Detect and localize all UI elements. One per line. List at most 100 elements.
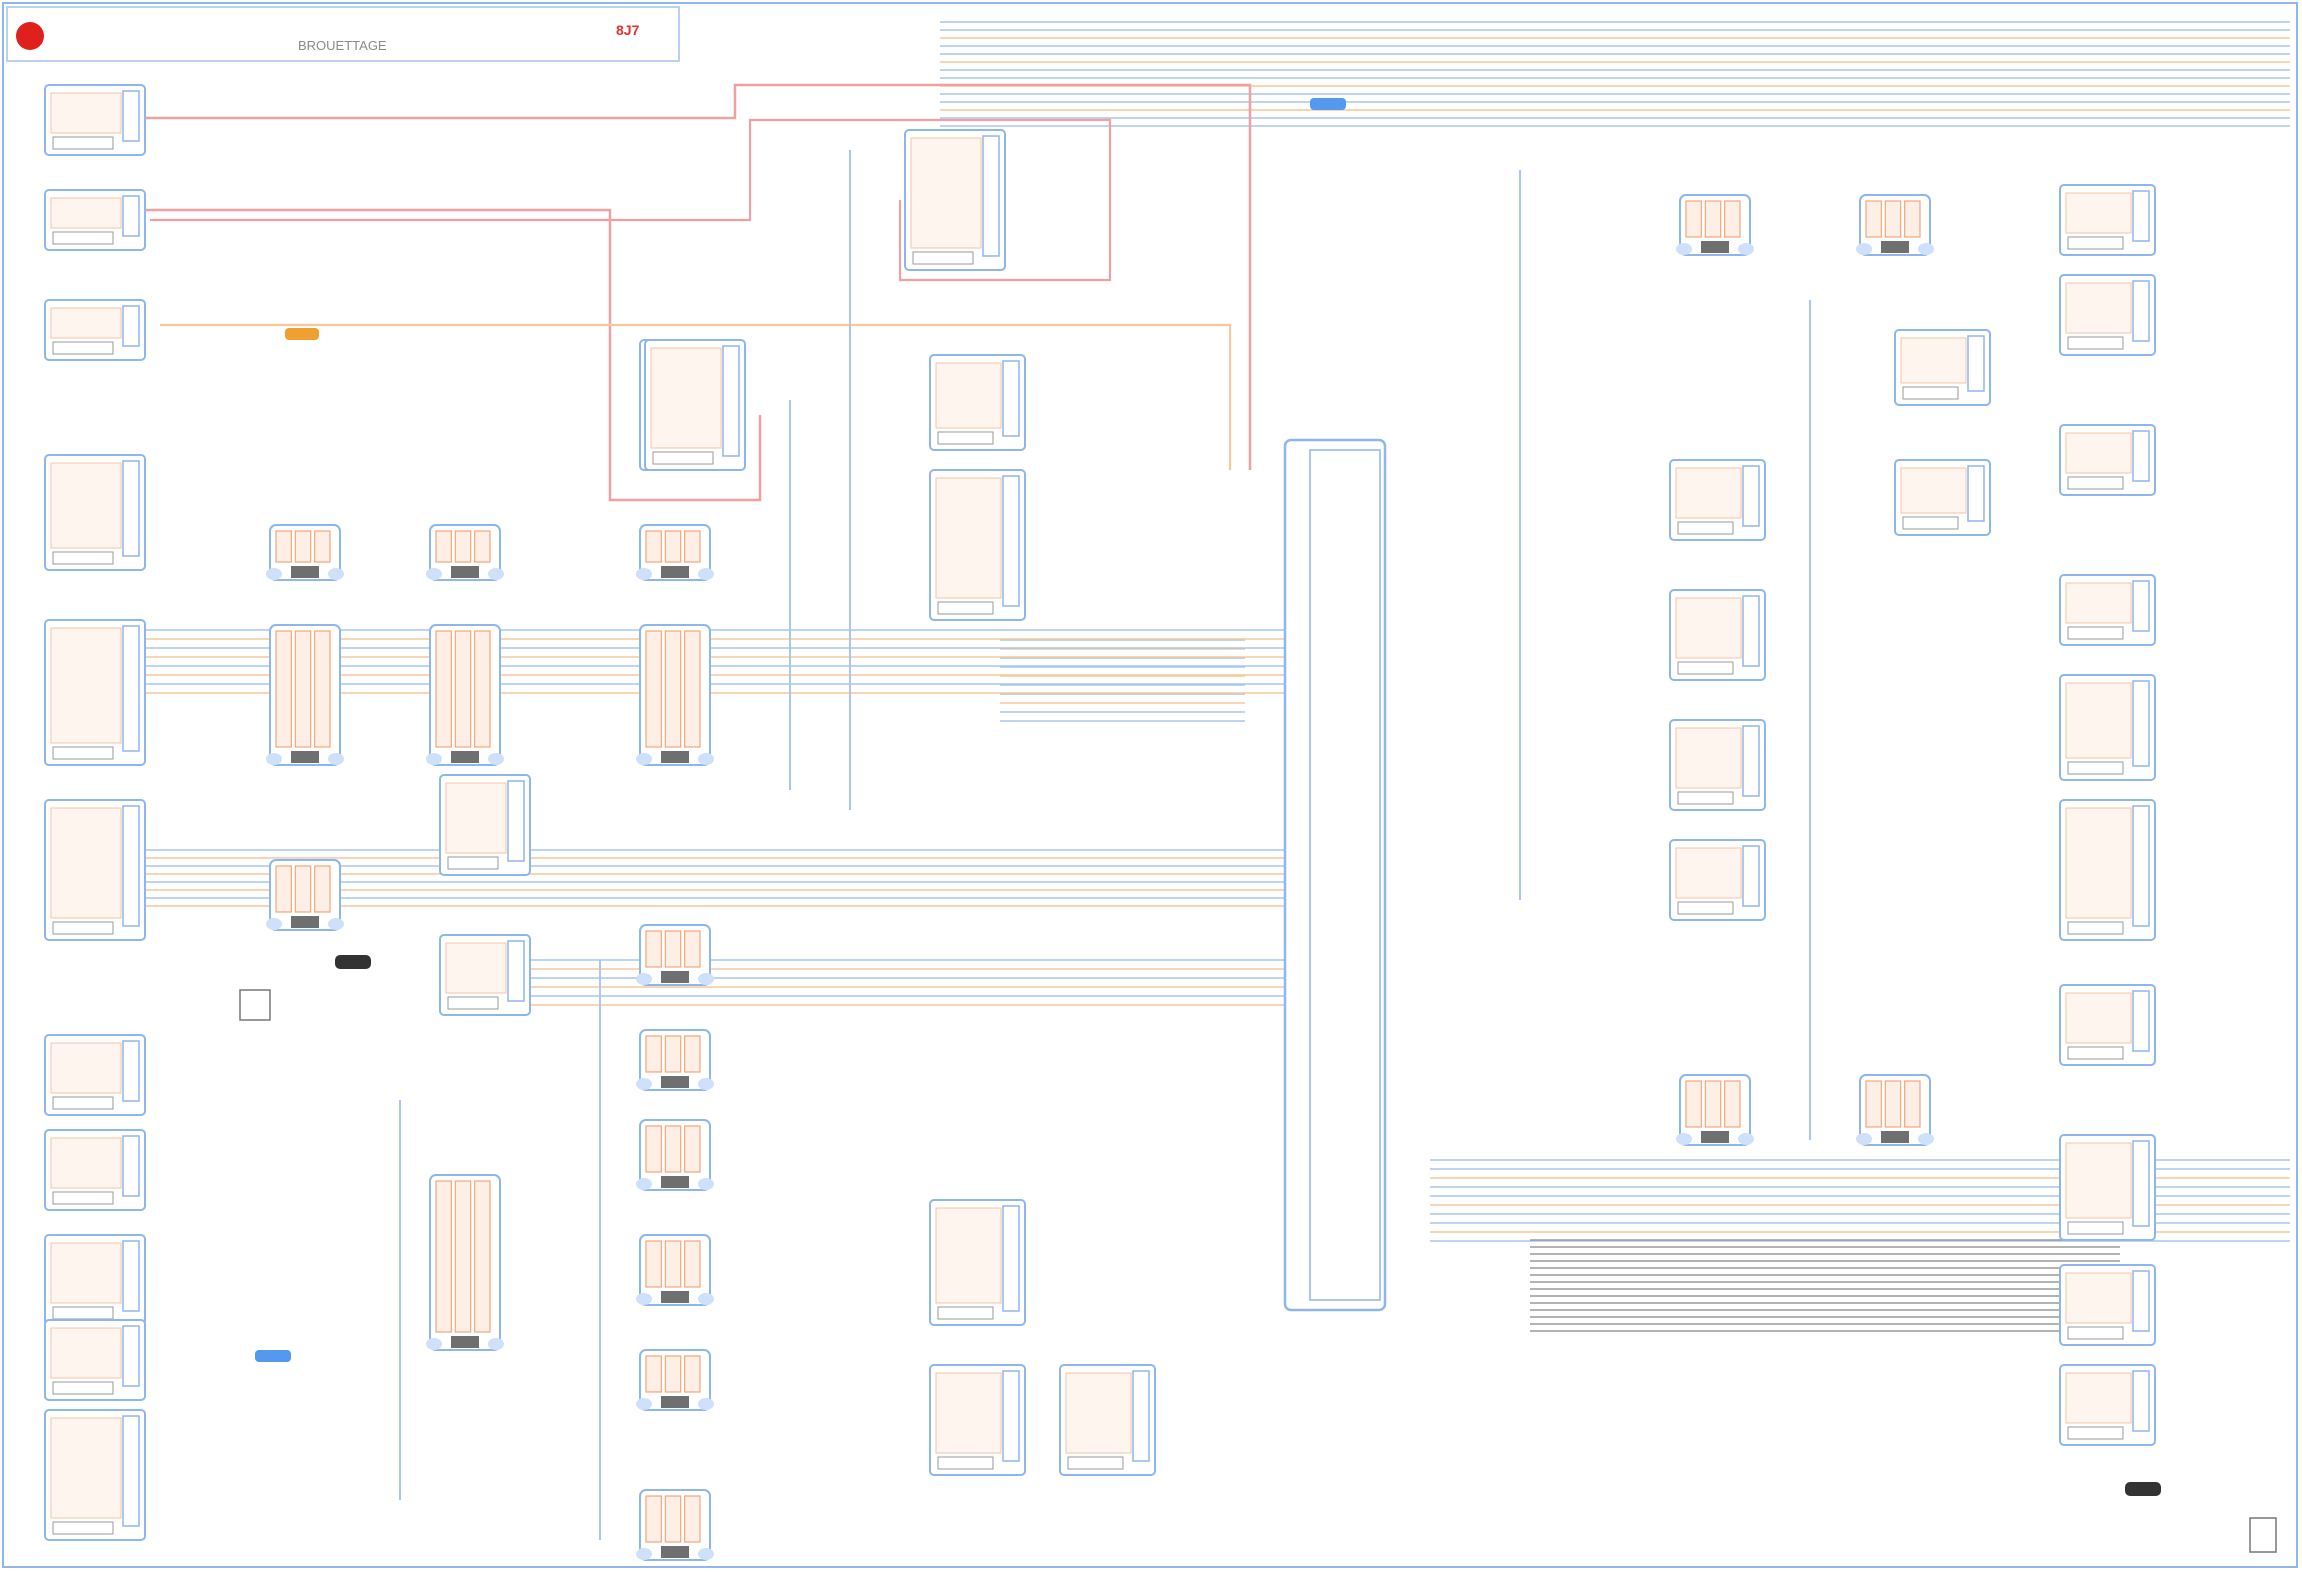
connector-pin xyxy=(1865,1080,1882,1128)
components-layer xyxy=(44,84,2277,1561)
component-plug xyxy=(2132,805,2150,927)
component-plug xyxy=(1002,1370,1020,1462)
connector-pin xyxy=(684,1035,701,1073)
connector-lug xyxy=(1918,1133,1934,1145)
connector-pin xyxy=(314,630,331,748)
wires-layer xyxy=(100,21,2290,1540)
connector-lug xyxy=(488,753,504,765)
connector-lug xyxy=(698,1398,714,1410)
component-label xyxy=(2067,476,2124,490)
component-plug xyxy=(2132,580,2150,632)
connector-pin xyxy=(664,930,682,968)
ground-terminal xyxy=(2249,1517,2277,1553)
connector-pin xyxy=(1685,1080,1702,1128)
connector-pin xyxy=(314,865,331,913)
component-plug xyxy=(2132,990,2150,1052)
component-label xyxy=(52,341,114,355)
component-label xyxy=(2067,1221,2124,1235)
component-body xyxy=(1675,727,1742,789)
component-label xyxy=(447,996,499,1010)
connector-pin xyxy=(645,630,662,748)
connector-pin xyxy=(664,1495,682,1543)
component-plug xyxy=(122,805,140,927)
component-body xyxy=(50,1137,122,1189)
component-body xyxy=(50,462,122,549)
component-label xyxy=(52,1306,114,1320)
component-body xyxy=(2065,807,2132,919)
inline-fuse xyxy=(1310,98,1346,110)
component-body xyxy=(935,362,1002,429)
ground-terminal xyxy=(239,989,271,1021)
component-label xyxy=(1677,661,1734,675)
connector-pin xyxy=(1685,200,1702,238)
connector-tag xyxy=(451,751,479,763)
connector-lug xyxy=(1676,1133,1692,1145)
connector-lug xyxy=(426,1338,442,1350)
component-plug xyxy=(722,345,740,457)
component-body xyxy=(2065,1272,2132,1324)
connector-lug xyxy=(698,1293,714,1305)
component-body xyxy=(50,807,122,919)
connector-tag xyxy=(661,1176,689,1188)
component-label xyxy=(2067,1326,2124,1340)
connector-lug xyxy=(1856,1133,1872,1145)
component-plug xyxy=(122,1415,140,1527)
connector-pin xyxy=(1884,1080,1902,1128)
wire xyxy=(160,323,1232,470)
component-body xyxy=(650,347,722,449)
component-plug xyxy=(1742,465,1760,527)
inline-fuse xyxy=(285,328,319,340)
connector-tag xyxy=(451,566,479,578)
connector-tag xyxy=(451,1336,479,1348)
connector-lug xyxy=(426,753,442,765)
component-body xyxy=(935,477,1002,599)
component-body xyxy=(2065,282,2132,334)
component-plug xyxy=(2132,430,2150,482)
component-plug xyxy=(507,940,525,1002)
connector-pin xyxy=(1865,200,1882,238)
component-plug xyxy=(122,305,140,347)
connector-pin xyxy=(474,1180,491,1333)
brand-logo-icon xyxy=(16,22,44,50)
connector-tag xyxy=(1881,1131,1909,1143)
component-body xyxy=(50,197,122,229)
connector-lug xyxy=(636,568,652,580)
component-body xyxy=(2065,192,2132,234)
connector-lug xyxy=(426,568,442,580)
connector-lug xyxy=(636,1078,652,1090)
connector-lug xyxy=(488,568,504,580)
component-plug xyxy=(122,195,140,237)
connector-lug xyxy=(636,1548,652,1560)
connector-pin xyxy=(684,530,701,563)
component-body xyxy=(1675,467,1742,519)
component-plug xyxy=(1002,1205,1020,1312)
connector-pin xyxy=(684,630,701,748)
connector-tag xyxy=(291,916,319,928)
component-body xyxy=(1065,1372,1132,1454)
connector-lug xyxy=(698,973,714,985)
connector-pin xyxy=(474,630,491,748)
component-body xyxy=(445,942,507,994)
component-label xyxy=(52,746,114,760)
component-body xyxy=(2065,992,2132,1044)
connector-pin xyxy=(645,1355,662,1393)
component-body xyxy=(50,627,122,744)
connector-tag xyxy=(661,566,689,578)
connector-lug xyxy=(266,918,282,930)
component-label xyxy=(2067,626,2124,640)
component-body xyxy=(50,1042,122,1094)
component-label xyxy=(52,231,114,245)
connector-pin xyxy=(1724,1080,1741,1128)
connector-pin xyxy=(684,1125,701,1173)
component-plug xyxy=(1132,1370,1150,1462)
component-label xyxy=(2067,1046,2124,1060)
connector-lug xyxy=(1738,243,1754,255)
component-label xyxy=(52,1096,114,1110)
component-label xyxy=(1677,901,1734,915)
component-plug xyxy=(1742,595,1760,667)
connector-tag xyxy=(661,751,689,763)
component-label xyxy=(1677,521,1734,535)
connector-tag xyxy=(661,1076,689,1088)
component-plug xyxy=(1742,725,1760,797)
component-plug xyxy=(122,1240,140,1312)
